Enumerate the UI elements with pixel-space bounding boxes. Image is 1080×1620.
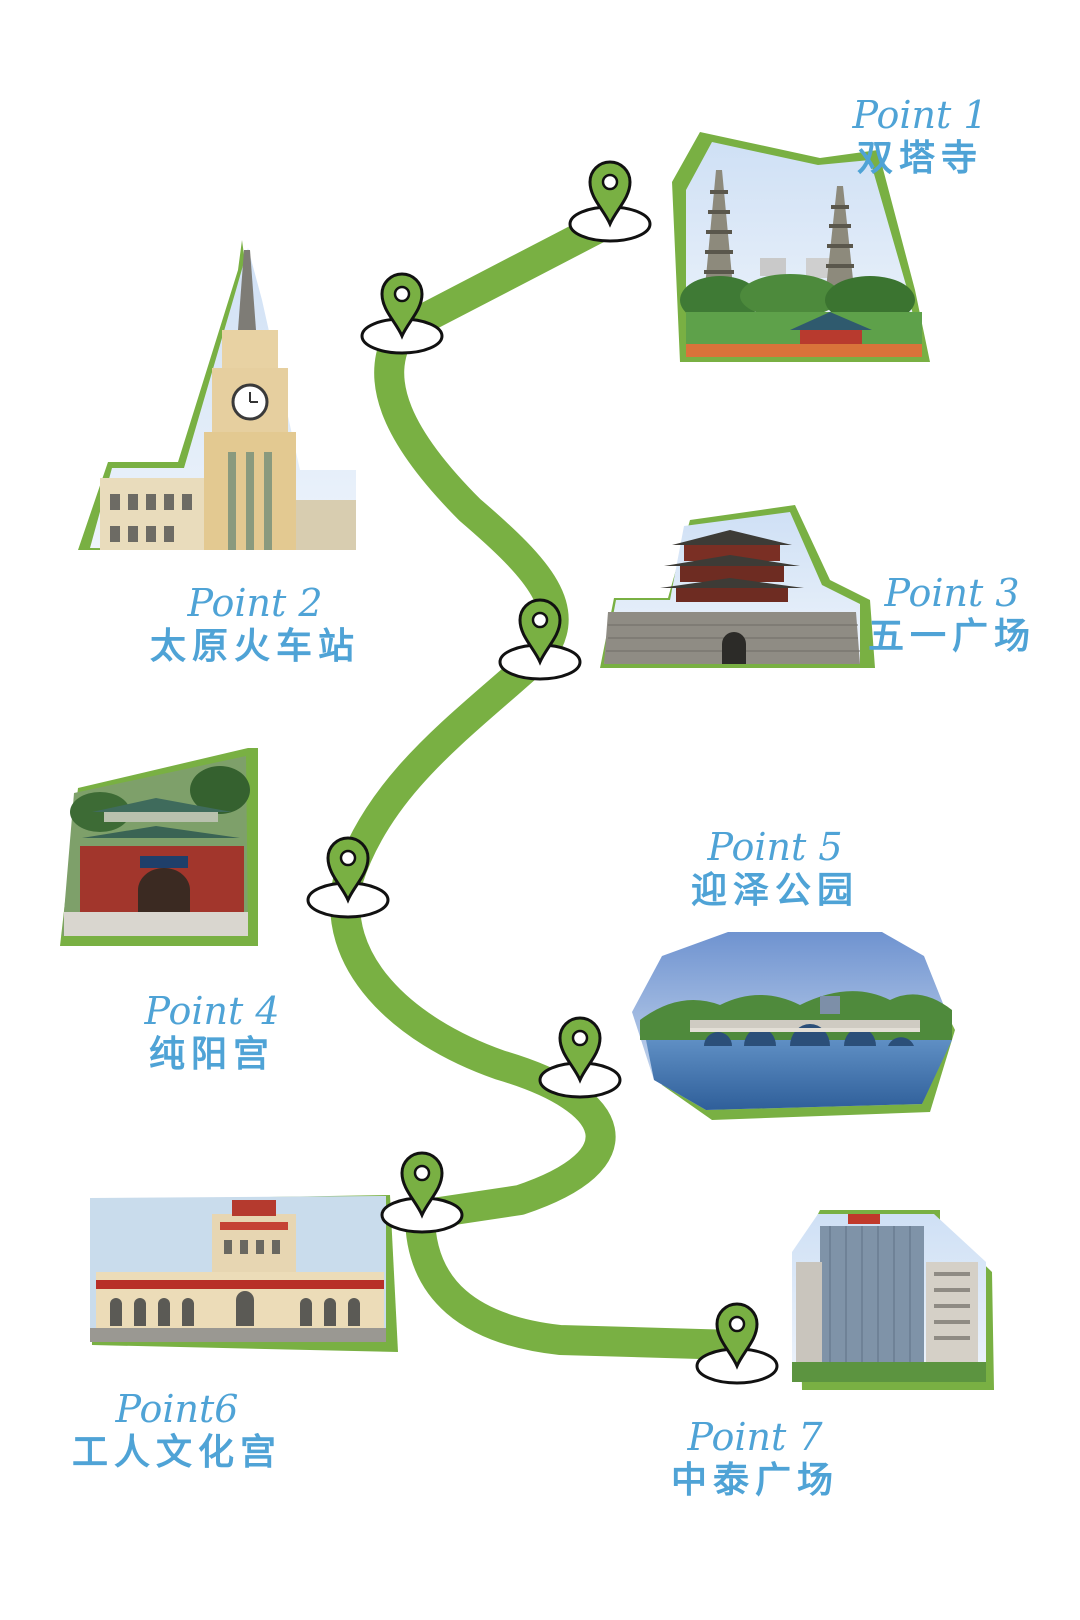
point-4-name: 纯阳宫: [148, 1032, 275, 1075]
pin-dot: [413, 1164, 431, 1182]
label-point-5: Point 5 迎泽公园: [680, 825, 870, 911]
photo-city-gate-tower: [600, 505, 875, 668]
point-2-name: 太原火车站: [149, 624, 360, 667]
label-point-4: Point 4 纯阳宫: [132, 989, 292, 1075]
label-point-6: Point6 工人文化宫: [62, 1387, 292, 1473]
photo-office-towers: [792, 1210, 994, 1390]
map-pin-icon[interactable]: [360, 272, 444, 355]
pin-dot: [728, 1315, 746, 1333]
photo-clock-tower-station: [78, 240, 356, 550]
point-3-name: 五一广场: [867, 614, 1036, 657]
label-point-7: Point 7 中泰广场: [660, 1415, 850, 1501]
point-4-number: Point 4: [144, 989, 280, 1033]
point-6-number: Point6: [115, 1387, 239, 1431]
pin-dot: [393, 285, 411, 303]
label-point-1: Point 1 双塔寺: [850, 93, 990, 179]
pin-marker: [400, 1151, 444, 1219]
point-3-number: Point 3: [884, 571, 1020, 615]
map-pin-icon[interactable]: [568, 160, 652, 243]
pin-dot: [601, 173, 619, 191]
point-2-number: Point 2: [187, 581, 323, 625]
point-6-name: 工人文化宫: [71, 1430, 282, 1473]
pin-marker: [715, 1302, 759, 1370]
map-pin-icon[interactable]: [538, 1016, 622, 1099]
photo-red-temple-gate: [60, 748, 258, 946]
map-pin-icon[interactable]: [498, 598, 582, 681]
pin-dot: [571, 1029, 589, 1047]
label-point-3: Point 3 五一广场: [862, 571, 1042, 657]
pin-marker: [588, 160, 632, 228]
photo-cultural-palace: [90, 1195, 398, 1352]
point-1-name: 双塔寺: [856, 136, 983, 179]
map-pin-icon[interactable]: [306, 836, 390, 919]
photo-lake-arch-bridge: [632, 932, 955, 1120]
pin-marker: [380, 272, 424, 340]
pin-marker: [518, 598, 562, 666]
pin-dot: [339, 849, 357, 867]
map-pin-icon[interactable]: [380, 1151, 464, 1234]
pin-marker: [558, 1016, 602, 1084]
pin-dot: [531, 611, 549, 629]
point-7-number: Point 7: [687, 1415, 823, 1459]
pin-marker: [326, 836, 370, 904]
point-1-number: Point 1: [852, 93, 988, 137]
label-point-2: Point 2 太原火车站: [140, 581, 370, 667]
photo-twin-pagoda-temple: [672, 132, 930, 362]
point-7-name: 中泰广场: [670, 1458, 839, 1501]
point-5-name: 迎泽公园: [690, 868, 859, 911]
map-pin-icon[interactable]: [695, 1302, 779, 1385]
point-5-number: Point 5: [707, 825, 843, 869]
